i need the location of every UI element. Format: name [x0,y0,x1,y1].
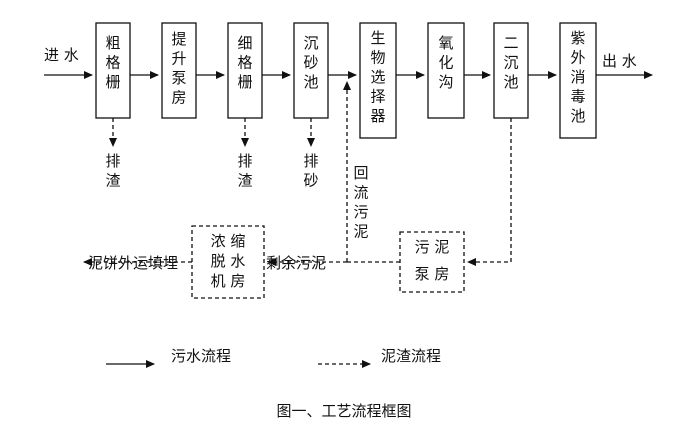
unit-label: 细格栅 [237,34,252,91]
sludge-pump-label-line1: 污 泥 [415,238,450,256]
cake-disposal-label: 泥饼外运填埋 [88,254,178,272]
sludge-to-pump-line [467,118,512,266]
unit-label: 沉砂池 [303,34,318,91]
unit-label: 紫外消毒池 [570,29,585,125]
return-sludge-label: 回流污泥 [353,164,368,241]
unit-oxidation-ditch: 氧化沟 [427,22,465,119]
legend-sludge-label: 泥渣流程 [381,347,441,365]
unit-label: 提升泵房 [171,30,186,107]
inlet-label: 进 水 [44,46,79,64]
dewatering-label-line3: 机 房 [211,272,246,290]
unit-coarse-screen: 粗格栅 [95,22,131,119]
unit-label: 氧化沟 [438,34,453,91]
unit-uv-disinfection: 紫外消毒池 [559,22,597,139]
unit-bio-selector: 生物选择器 [359,22,397,139]
discharge-label-screenings-2: 排渣 [237,152,252,190]
legend-sewage-label: 污水流程 [171,347,231,365]
unit-lift-pump-house: 提升泵房 [161,22,197,119]
unit-label: 二沉池 [503,34,518,91]
outlet-label: 出 水 [602,52,637,70]
dewatering-label-line1: 浓 缩 [211,232,246,250]
dewatering-house-box: 浓 缩 脱 水 机 房 [191,225,265,299]
discharge-label-grit: 排砂 [303,152,318,190]
unit-label: 粗格栅 [105,34,120,91]
sludge-pump-house-box: 污 泥 泵 房 [399,231,465,293]
unit-secondary-clarifier: 二沉池 [493,22,529,119]
unit-grit-chamber: 沉砂池 [293,22,329,119]
unit-fine-screen: 细格栅 [227,22,263,119]
dewatering-label-line2: 脱 水 [211,252,246,270]
excess-sludge-label: 剩余污泥 [266,254,326,272]
sludge-pump-label-line2: 泵 房 [415,265,450,283]
unit-label: 生物选择器 [370,29,385,125]
discharge-label-screenings-1: 排渣 [105,152,120,190]
figure-caption: 图一、工艺流程框图 [276,402,411,420]
